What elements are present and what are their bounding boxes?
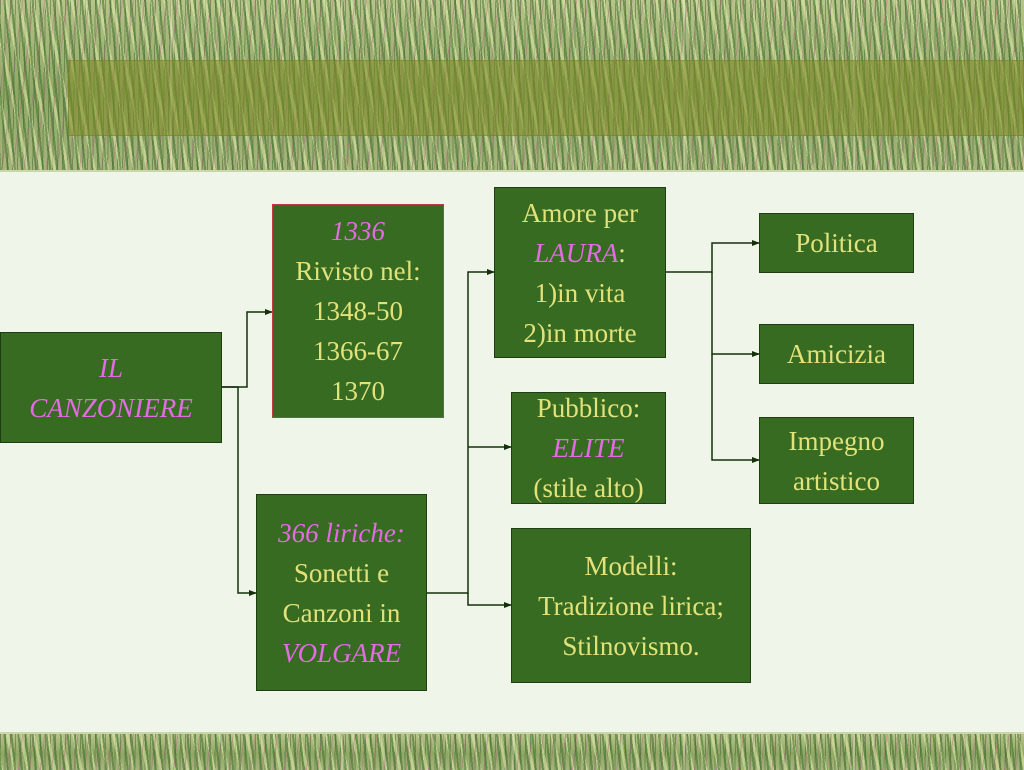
- connector-root-to-dates: [222, 309, 273, 388]
- dates-1366: 1366-67: [313, 336, 403, 366]
- node-friendship: Amicizia: [759, 324, 914, 384]
- banner-seam: [170, 734, 172, 770]
- love-colon: :: [618, 237, 626, 268]
- models-line-2: Tradizione lirica;: [538, 590, 724, 621]
- poems-colon: :: [395, 517, 405, 548]
- node-public: Pubblico: ELITE (stile alto): [511, 392, 666, 504]
- poems-count: 366 liriche: [278, 517, 396, 548]
- poems-line-2: Sonetti e: [293, 557, 390, 588]
- node-artistic-commitment: Impegno artistico: [759, 417, 914, 504]
- connector-love-to-politics: [666, 240, 760, 273]
- grass-header-banner: [0, 0, 1024, 172]
- connector-poems-to-models: [467, 593, 512, 608]
- connector-love-to-commitment: [711, 354, 760, 463]
- root-line-1: IL: [98, 352, 123, 383]
- love-line-3: 1)in vita: [534, 277, 626, 308]
- connector-poems-to-love: [427, 269, 495, 594]
- love-line-2: LAURA:: [495, 233, 665, 273]
- banner-seam: [512, 734, 514, 770]
- node-dates: 1336 Rivisto nel: 1348-50 1366-67 1370: [272, 204, 444, 418]
- friendship-label: Amicizia: [787, 339, 886, 369]
- love-line-1: Amore per: [521, 197, 639, 228]
- dates-year: 1336: [331, 216, 385, 246]
- node-politics: Politica: [759, 213, 914, 273]
- poems-line-1: 366 liriche:: [257, 513, 426, 553]
- grass-footer-banner: [0, 732, 1024, 770]
- commitment-line-1: Impegno: [788, 425, 885, 456]
- banner-seam: [683, 734, 685, 770]
- dates-1348: 1348-50: [313, 296, 403, 326]
- politics-label: Politica: [795, 228, 878, 258]
- public-line-1: Pubblico:: [536, 393, 641, 423]
- banner-seam: [853, 734, 855, 770]
- node-poems: 366 liriche: Sonetti e Canzoni in VOLGAR…: [256, 494, 427, 691]
- dates-1370: 1370: [331, 376, 385, 406]
- node-models: Modelli: Tradizione lirica; Stilnovismo.: [511, 528, 751, 683]
- poems-language: VOLGARE: [281, 637, 402, 668]
- models-line-1: Modelli:: [584, 550, 678, 581]
- commitment-line-2: artistico: [793, 465, 880, 496]
- node-canzoniere: IL CANZONIERE: [0, 332, 222, 443]
- connector-root-to-poems: [222, 386, 257, 596]
- node-love-laura: Amore per LAURA: 1)in vita 2)in morte: [494, 187, 666, 358]
- love-line-4: 2)in morte: [523, 317, 637, 348]
- poems-line-3: Canzoni in: [282, 597, 401, 628]
- public-line-3: (stile alto): [533, 473, 644, 503]
- connector-love-to-friendship: [711, 272, 760, 357]
- public-elite: ELITE: [552, 433, 625, 463]
- root-line-2: CANZONIERE: [29, 392, 193, 423]
- models-line-3: Stilnovismo.: [562, 630, 700, 661]
- banner-seam: [341, 734, 343, 770]
- love-name: LAURA: [534, 237, 619, 268]
- dates-revised: Rivisto nel:: [295, 256, 421, 286]
- title-band: [68, 60, 1024, 136]
